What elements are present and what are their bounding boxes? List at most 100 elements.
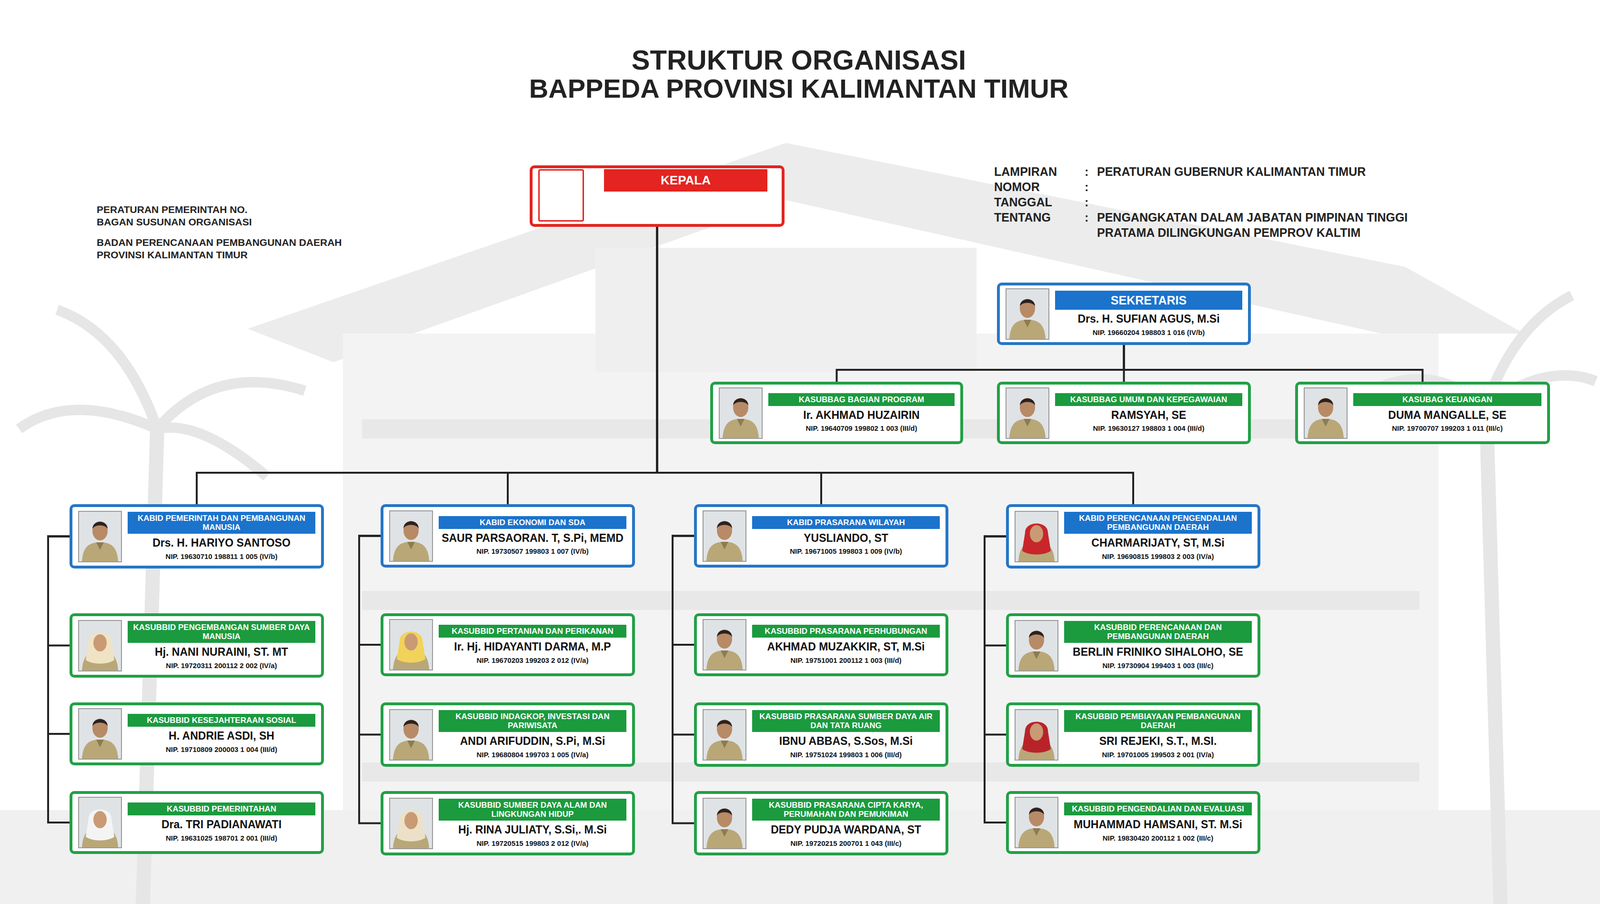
org-box: KASUBBAG UMUM DAN KEPEGAWAIAN RAMSYAH, SE… [996, 381, 1251, 444]
text-row: NIP. 19710809 200003 1 004 (III/d) [127, 744, 316, 754]
text-row: NIP. 19671005 199803 1 009 (IV/b) [752, 546, 940, 556]
text-column: KASUBBID PENGENDALIAN DAN EVALUASIMUHAMM… [1064, 802, 1252, 842]
text-row: SRI REJEKI, S.T., M.SI. [1064, 734, 1252, 747]
photo-frame [389, 510, 433, 562]
person-name: IBNU ABBAS, S.Sos, M.Si [779, 734, 913, 747]
person-name: Hj. RINA JULIATY, S.Si,. M.Si [458, 823, 607, 836]
text-row: NIP. 19751024 199803 1 006 (III/d) [752, 750, 940, 759]
photo-frame [538, 169, 584, 222]
text-row: Hj. NANI NURAINI, ST. MT [127, 645, 316, 658]
employee-id: NIP. 19640709 199802 1 003 (III/d) [805, 423, 917, 433]
note-text: BAGAN SUSUNAN ORGANISASI [96, 215, 252, 229]
role-band: KASUBBAG UMUM DAN KEPEGAWAIAN [1055, 392, 1243, 406]
text-column: KEPALA [589, 169, 776, 192]
person-name: H. ANDRIE ASDI, SH [168, 729, 275, 742]
portrait [1015, 709, 1058, 760]
portrait [390, 619, 433, 670]
text-row: RAMSYAH, SE [1055, 408, 1243, 422]
text-row: NIP. 19830420 200112 1 002 (III/c) [1064, 833, 1252, 843]
employee-id: NIP. 19730507 199803 1 007 (IV/b) [476, 546, 589, 556]
role-band: SEKRETARIS [1055, 290, 1243, 310]
text-column: KASUBBID KESEJAHTERAAN SOSIALH. ANDRIE A… [127, 713, 316, 754]
text-column: KABID PERENCANAAN PENGENDALIAN PEMBANGUN… [1064, 511, 1252, 561]
portrait [1015, 511, 1058, 562]
employee-id: NIP. 19670203 199203 2 012 (IV/a) [476, 655, 589, 665]
field-name: TANGGAL [994, 194, 1053, 210]
text-row: NIP. 19640709 199802 1 003 (III/d) [768, 423, 955, 433]
portrait [703, 709, 746, 760]
text-column: KASUBBID PERENCANAAN DAN PEMBANGUNAN DAE… [1064, 620, 1252, 670]
connector [48, 536, 70, 735]
text-column: KASUBAG KEUANGANDUMA MANGALLE, SENIP. 19… [1353, 392, 1542, 433]
org-box: KABID PEMERINTAH DAN PEMBANGUNAN MANUSIA… [69, 503, 324, 569]
org-box: KASUBBID PRASARANA SUMBER DAYA AIR DAN T… [694, 702, 949, 767]
text-column: KASUBBID PENGEMBANGAN SUMBER DAYA MANUSI… [127, 620, 316, 670]
portrait [390, 511, 433, 561]
text-row: IBNU ABBAS, S.Sos, M.Si [752, 734, 940, 747]
portrait [79, 708, 121, 759]
text-row: ANDI ARIFUDDIN, S.Pi, M.Si [438, 734, 627, 747]
person-name: Hj. NANI NURAINI, ST. MT [154, 645, 289, 658]
employee-id: NIP. 19751001 200112 1 003 (III/d) [790, 655, 902, 665]
text-row: NIP. 19680804 199703 1 005 (IV/a) [438, 750, 627, 759]
portrait [1304, 388, 1347, 438]
org-box: KABID PRASARANA WILAYAHYUSLIANDO, STNIP.… [694, 503, 949, 568]
field-name: NOMOR [994, 179, 1040, 195]
text-column: KASUBBAG UMUM DAN KEPEGAWAIAN RAMSYAH, SE… [1055, 392, 1243, 433]
connector [984, 536, 1007, 646]
person-name: DEDY PUDJA WARDANA, ST [770, 823, 922, 836]
connector [836, 344, 1125, 382]
text-row: NIP. 19630710 198811 1 005 (IV/b) [127, 552, 316, 561]
field-value: PENGANGKATAN DALAM JABATAN PIMPINAN TING… [1096, 209, 1445, 241]
text-row: NIP. 19730904 199403 1 003 (III/c) [1064, 661, 1252, 670]
role-band: KASUBBID SUMBER DAYA ALAM DAN LINGKUNGAN… [438, 798, 627, 821]
text-row: DUMA MANGALLE, SE [1353, 408, 1542, 422]
connector [984, 536, 1007, 735]
text-row: Drs. H. SUFIAN AGUS, M.Si [1055, 312, 1243, 325]
org-box: KABID PERENCANAAN PENGENDALIAN PEMBANGUN… [1006, 503, 1261, 569]
org-box: KASUBBID PRASARANA PERHUBUNGANAKHMAD MUZ… [694, 613, 949, 676]
text-column: KABID PEMERINTAH DAN PEMBANGUNAN MANUSIA… [127, 511, 316, 561]
role-band: KASUBBID PERENCANAAN DAN PEMBANGUNAN DAE… [1064, 620, 1252, 643]
org-box: KASUBBID PEMBIAYAAN PEMBANGUNAN DAERAH SR… [1006, 702, 1261, 767]
role-band: KASUBBID PERTANIAN DAN PERIKANAN [438, 624, 627, 638]
person-name: Ir. Hj. HIDAYANTI DARMA, M.P [453, 640, 611, 653]
text-row: NIP. 19690815 199803 2 003 (IV/a) [1064, 552, 1252, 561]
field-value: PERATURAN GUBERNUR KALIMANTAN TIMUR [1096, 163, 1366, 180]
connector [48, 536, 70, 646]
person-name: CHARMARIJATY, ST, M.Si [1091, 536, 1225, 549]
portrait [1006, 388, 1049, 438]
role-band: KEPALA [603, 169, 768, 192]
text-column: KASUBBID SUMBER DAYA ALAM DAN LINGKUNGAN… [438, 798, 627, 848]
text-column: KASUBBID PEMERINTAHANDra. TRI PADIANAWAT… [127, 802, 316, 842]
text-column: KASUBBID PRASARANA PERHUBUNGANAKHMAD MUZ… [752, 624, 940, 665]
photo-frame [389, 708, 433, 761]
role-band: KASUBBID PEMBIAYAAN PEMBANGUNAN DAERAH [1064, 709, 1252, 732]
portrait [390, 709, 433, 760]
org-box: KASUBBID PRASARANA CIPTA KARYA, PERUMAHA… [694, 790, 949, 856]
org-box: KASUBAG KEUANGANDUMA MANGALLE, SENIP. 19… [1295, 381, 1550, 444]
text-row: Ir. Hj. HIDAYANTI DARMA, M.P [438, 640, 627, 653]
text-row: NIP. 19630127 198803 1 004 (III/d) [1055, 423, 1243, 433]
text-row: Ir. AKHMAD HUZAIRIN [768, 408, 955, 422]
photo-frame [702, 618, 747, 671]
employee-id: NIP. 19690815 199803 2 003 (IV/a) [1102, 552, 1215, 561]
text-row: CHARMARIJATY, ST, M.Si [1064, 536, 1252, 549]
photo-frame [78, 707, 122, 760]
text-column: KASUBBID PRASARANA CIPTA KARYA, PERUMAHA… [752, 798, 940, 848]
org-box: KASUBBID PERTANIAN DAN PERIKANAN Ir. Hj. … [380, 613, 635, 676]
text-row: Drs. H. HARIYO SANTOSO [127, 536, 316, 549]
person-name: DUMA MANGALLE, SE [1388, 408, 1507, 422]
connector [672, 535, 695, 645]
role-band: KASUBBID INDAGKOP, INVESTASI DAN PARIWIS… [438, 709, 627, 732]
portrait [1015, 797, 1058, 847]
note-text: PERATURAN PEMERINTAH NO. [96, 203, 248, 216]
person-name: MUHAMMAD HAMSANI, ST. M.Si [1073, 817, 1243, 831]
org-box: KEPALA [529, 165, 785, 227]
employee-id: NIP. 19680804 199703 1 005 (IV/a) [476, 750, 589, 759]
photo-frame [718, 387, 763, 439]
note-text: BADAN PERENCANAAN PEMBANGUNAN DAERAH [96, 236, 343, 249]
photo-frame [1014, 708, 1059, 761]
person-name: ANDI ARIFUDDIN, S.Pi, M.Si [460, 734, 606, 747]
employee-id: NIP. 19720215 200701 1 043 (III/c) [790, 838, 902, 848]
